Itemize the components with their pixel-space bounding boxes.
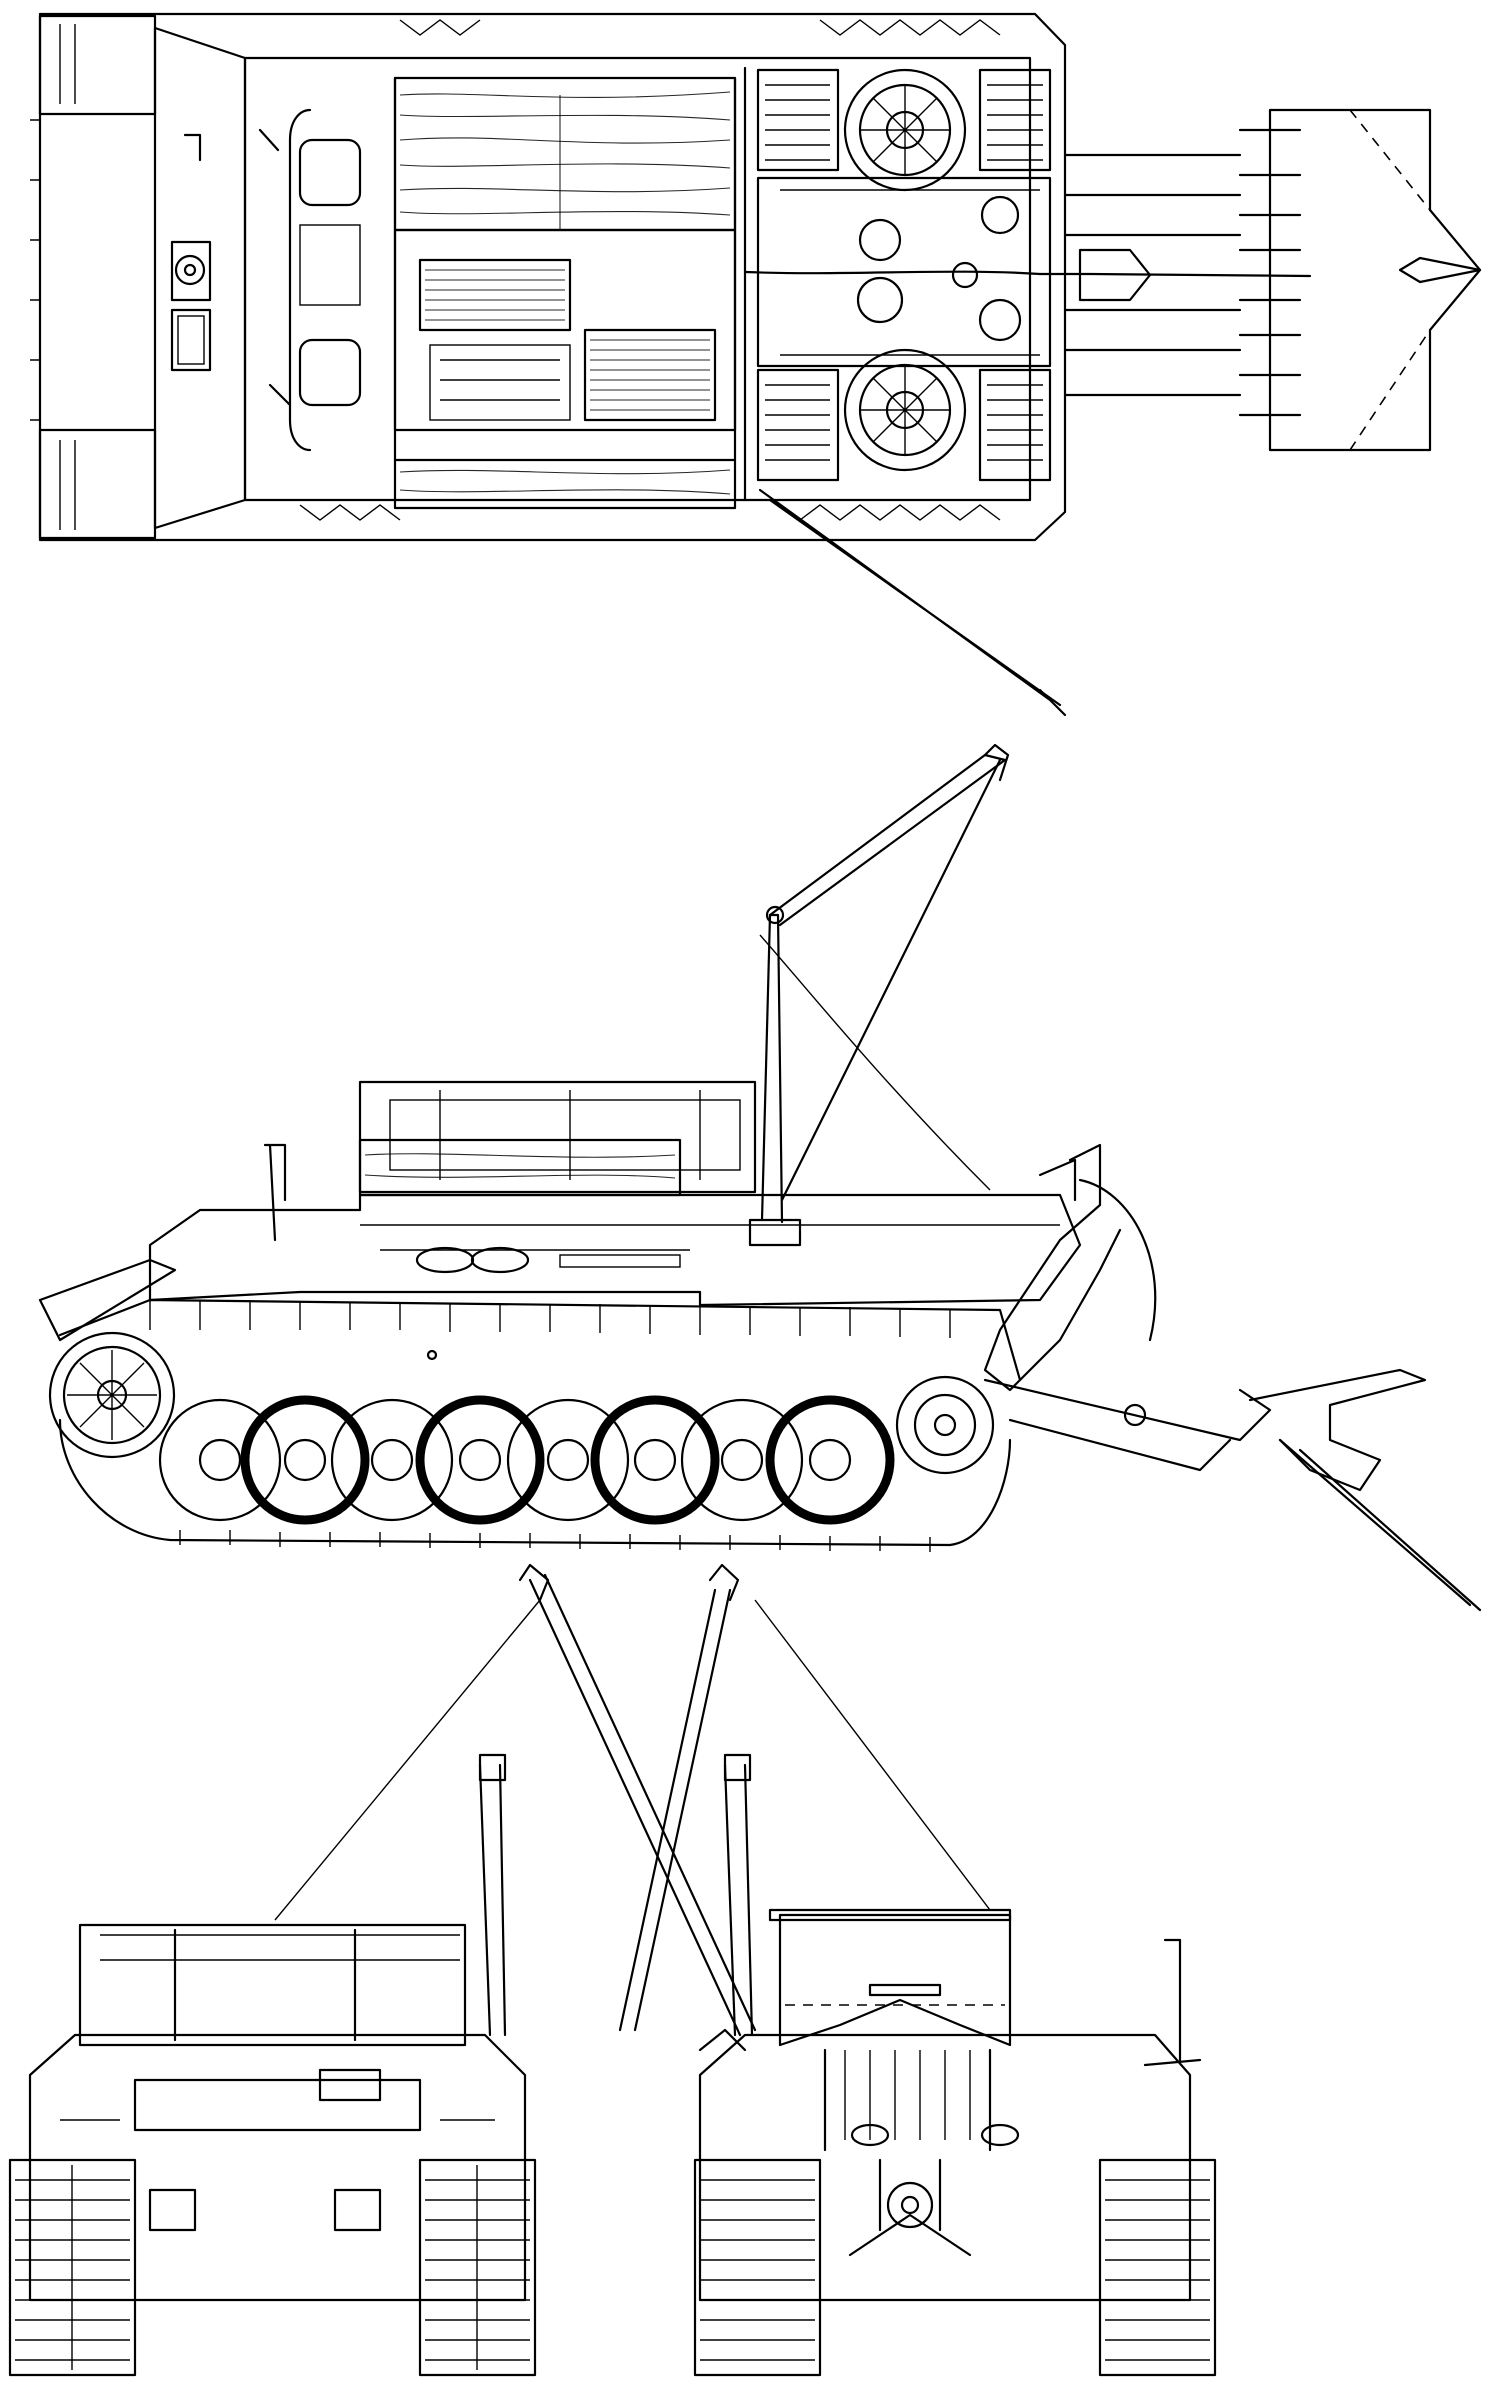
side-drive-sprocket	[48, 1331, 176, 1459]
side-track-bottom	[58, 1418, 1012, 1547]
side-timber-box	[358, 1080, 757, 1194]
side-hull	[148, 1193, 1082, 1307]
top-tow-cable	[743, 270, 1312, 278]
front-crane-legs	[274, 1563, 991, 2037]
top-fender-rear-left	[38, 428, 157, 540]
top-cooling-fans	[843, 68, 967, 472]
side-idler	[895, 1375, 995, 1475]
rear-view	[693, 1908, 1217, 2377]
top-hull-outline	[38, 12, 1067, 542]
rear-spade	[778, 1913, 1012, 2047]
side-view	[38, 743, 1482, 1612]
top-engine-grilles	[756, 68, 1052, 482]
side-spade-arm	[983, 1143, 1482, 1612]
top-crane-boom	[758, 488, 1067, 717]
front-view	[8, 1563, 991, 2377]
top-seat-1	[298, 138, 362, 207]
top-timber-deck	[393, 76, 737, 232]
top-inner-hull	[243, 56, 1032, 502]
top-fender-front-left	[38, 14, 157, 116]
top-seat-2	[298, 338, 362, 407]
side-crane	[748, 743, 1010, 1247]
top-spade	[1063, 108, 1482, 452]
front-tracks	[8, 2158, 537, 2377]
top-glacis	[153, 26, 247, 530]
side-track-top	[58, 1298, 1022, 1382]
top-timber-beam	[393, 458, 737, 510]
front-body-box	[78, 1923, 467, 2047]
top-view	[30, 12, 1482, 717]
side-road-wheels	[158, 1395, 895, 1525]
rear-tracks	[693, 2158, 1217, 2377]
